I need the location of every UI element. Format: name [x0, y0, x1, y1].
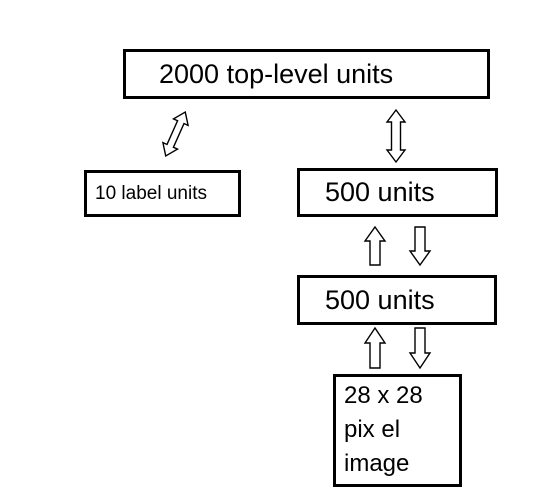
- label-units-box: 10 label units: [84, 170, 241, 217]
- lower-hidden-units-box: 500 units: [297, 275, 497, 325]
- pixel-image-line-3: image: [344, 450, 410, 477]
- pixel-image-line-1: 28 x 28: [344, 382, 423, 409]
- double-arrow-label-top-icon: [161, 110, 190, 158]
- lower-hidden-units-label: 500 units: [325, 285, 435, 315]
- double-arrow-top-hidden-icon: [385, 108, 407, 164]
- up-arrow-hidden-icon: [363, 225, 387, 266]
- down-arrow-image-icon: [408, 327, 432, 370]
- top-level-units-box: 2000 top-level units: [123, 49, 490, 99]
- pixel-image-line-2: pix el: [344, 416, 401, 443]
- upper-hidden-units-label: 500 units: [325, 177, 435, 207]
- upper-hidden-units-box: 500 units: [297, 168, 498, 217]
- down-arrow-hidden-icon: [408, 226, 432, 267]
- label-units-label: 10 label units: [95, 183, 207, 204]
- up-arrow-image-icon: [363, 326, 387, 369]
- top-level-units-label: 2000 top-level units: [159, 59, 394, 89]
- pixel-image-box: 28 x 28 pix el image: [333, 374, 462, 487]
